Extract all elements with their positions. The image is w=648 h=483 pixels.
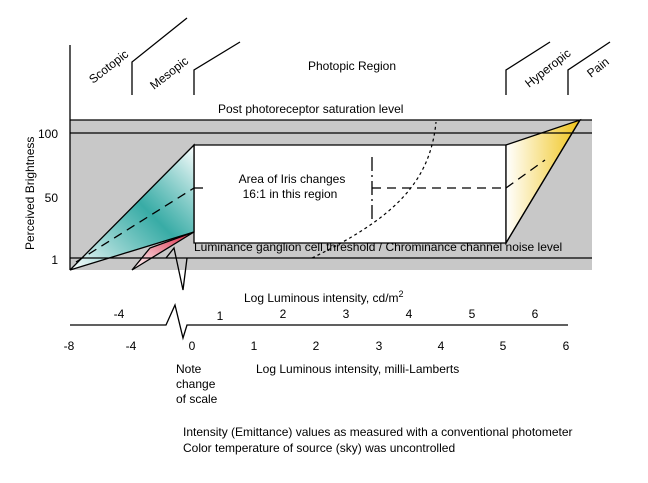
y-tick-50: 50	[45, 191, 59, 205]
scale-break-upper	[165, 246, 188, 291]
dotted-curve	[311, 121, 437, 259]
note-line3: of scale	[176, 392, 218, 406]
cdm-tick--4: -4	[114, 307, 125, 321]
dashed-scotopic-midline	[75, 187, 195, 263]
dashed-hyperopic-midline	[505, 159, 546, 189]
divider-scotopic-mesopic	[131, 17, 188, 95]
ml-tick--8: -8	[64, 339, 75, 353]
cdm-tick-6: 6	[532, 307, 539, 321]
hyperopic-response-edge	[505, 119, 581, 244]
divider-hyperopic-pain	[567, 41, 611, 95]
iris-note-line2: 16:1 in this region	[243, 187, 338, 201]
divider-photopic-hyperopic	[505, 41, 551, 95]
photopic-region-box	[193, 144, 507, 244]
region-label-mesopic: Mesopic	[147, 54, 191, 93]
cdm-tick-4: 4	[406, 307, 413, 321]
region-label-photopic: Photopic Region	[308, 59, 396, 73]
region-label-pain: Pain	[584, 55, 612, 81]
ml-tick-4: 4	[438, 339, 445, 353]
saturation-level-label: Post photoreceptor saturation level	[218, 102, 403, 116]
ml-axis-title: Log Luminous intensity, milli-Lamberts	[256, 362, 459, 376]
footer-line1: Intensity (Emittance) values as measured…	[183, 425, 573, 439]
y-axis-title: Perceived Brightness	[23, 137, 37, 250]
divider-mesopic-photopic	[193, 41, 241, 95]
ml-tick-6: 6	[563, 339, 570, 353]
cdm-tick-1: 1	[217, 309, 224, 323]
threshold-label: Luminance ganglion cell threshold / Chro…	[194, 240, 562, 254]
ml-tick-0: 0	[189, 339, 196, 353]
ml-tick-5: 5	[500, 339, 507, 353]
luminance-axis-line	[70, 303, 568, 341]
iris-note-line1: Area of Iris changes	[239, 172, 346, 186]
note-line1: Note	[176, 362, 202, 376]
y-tick-100: 100	[38, 127, 58, 141]
cdm-tick-3: 3	[343, 307, 350, 321]
note-line2: change	[176, 377, 216, 391]
ml-tick-3: 3	[376, 339, 383, 353]
region-label-scotopic: Scotopic	[86, 47, 131, 86]
cdm-tick-2: 2	[280, 307, 287, 321]
ml-tick-1: 1	[251, 339, 258, 353]
cdm-axis-title: Log Luminous intensity, cd/m2	[244, 289, 404, 305]
cdm-tick-5: 5	[469, 307, 476, 321]
ml-tick--4: -4	[126, 339, 137, 353]
y-tick-1: 1	[51, 253, 58, 267]
mesopic-region-shape	[131, 231, 195, 271]
footer-line2: Color temperature of source (sky) was un…	[183, 441, 455, 455]
ml-tick-2: 2	[313, 339, 320, 353]
region-label-hyperopic: Hyperopic	[522, 46, 573, 90]
